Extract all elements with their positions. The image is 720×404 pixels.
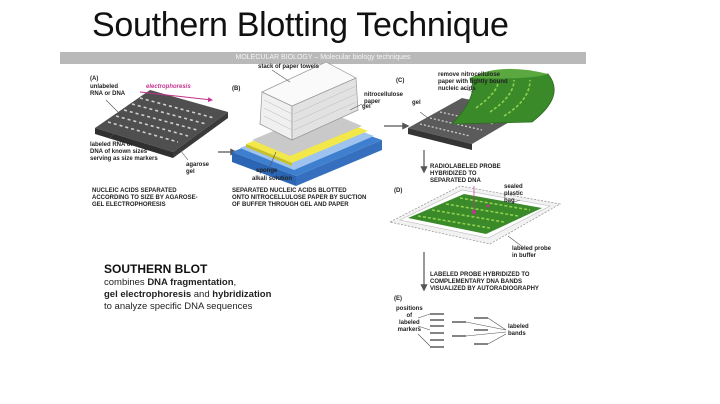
label-markers: labeled RNA or DNA of known sizes servin…: [90, 142, 158, 162]
summary-line2-mid: and: [191, 289, 213, 300]
panel-c-letter: (C): [396, 78, 405, 84]
panel-b-letter: (B): [232, 86, 241, 92]
label-probe-hyb: RADIOLABELED PROBE HYBRIDIZED TO SEPARAT…: [430, 164, 501, 184]
slide-title: Southern Blotting Technique: [92, 6, 509, 44]
autoradiograph-panel-e: [417, 313, 507, 348]
gel-panel-a: [95, 90, 228, 161]
label-bands: labeled bands: [508, 324, 529, 337]
summary-description: combines DNA fragmentation, gel electrop…: [104, 277, 271, 313]
label-towels: stack of paper towels: [258, 64, 320, 70]
label-sponge: sponge: [256, 168, 278, 174]
label-gel-b: gel: [362, 104, 371, 110]
label-unlabeled: unlabeled RNA or DNA: [90, 84, 126, 97]
panel-d-letter: (D): [394, 188, 403, 194]
label-alkali: alkali solution: [252, 176, 293, 182]
peel-panel-c: [408, 68, 555, 150]
caption-b: SEPARATED NUCLEIC ACIDS BLOTTED ONTO NIT…: [232, 188, 367, 208]
label-agarose: agarose gel: [186, 162, 210, 175]
label-probe-buffer: labeled probe in buffer: [512, 246, 552, 259]
label-remove: remove nitrocellulose paper with tightly…: [438, 72, 508, 92]
bag-panel-d: [388, 185, 562, 249]
label-electrophoresis: electrophoresis: [146, 84, 191, 90]
summary-line1-pre: combines: [104, 277, 148, 288]
summary-line2-bold1: gel electrophoresis: [104, 289, 192, 300]
label-nitro: nitrocellulose paper: [364, 92, 404, 105]
summary-line3: to analyze specific DNA sequences: [104, 301, 253, 312]
slide-banner: MOLECULAR BIOLOGY – Molecular biology te…: [60, 52, 586, 64]
caption-d: LABELED PROBE HYBRIDIZED TO COMPLEMENTAR…: [430, 272, 539, 292]
summary-line2-bold2: hybridization: [212, 289, 272, 300]
caption-a: NUCLEIC ACIDS SEPARATED ACCORDING TO SIZ…: [92, 188, 198, 208]
summary-line1-post: ,: [233, 277, 237, 288]
label-positions: positions of labeled markers: [396, 306, 423, 333]
panel-e-letter: (E): [394, 296, 402, 302]
label-gel-c: gel: [412, 100, 421, 106]
summary-heading: SOUTHERN BLOT: [104, 262, 208, 276]
panel-a-letter: (A): [90, 76, 99, 82]
blot-stack-panel-b: [232, 61, 382, 186]
label-bag: sealed plastic bag: [504, 184, 524, 204]
summary-line1-bold: DNA fragmentation: [147, 277, 234, 288]
